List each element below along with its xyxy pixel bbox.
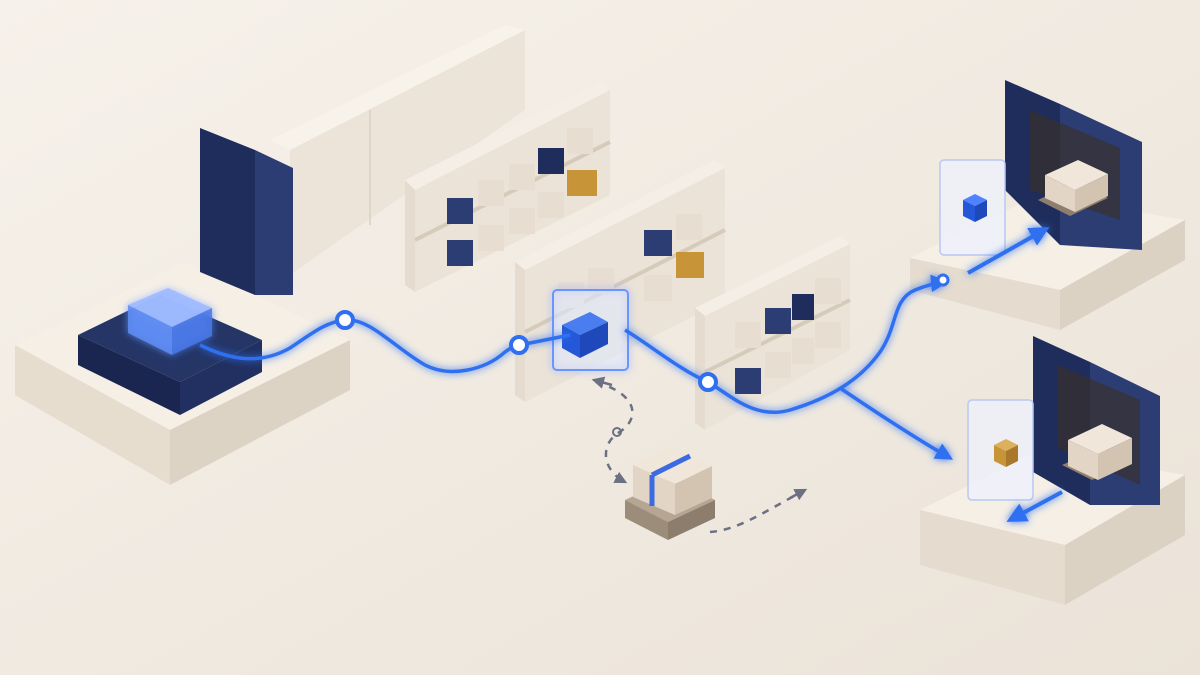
- receiving-wall: [200, 128, 293, 295]
- arrow-icon: [1006, 490, 1063, 522]
- cube-icon: [994, 439, 1018, 467]
- staged-pallet: [625, 447, 715, 540]
- node-ring-icon: [335, 310, 355, 330]
- storage-shelf-1: [405, 82, 611, 292]
- node-ring-icon: [936, 273, 950, 287]
- return-route: [591, 376, 808, 534]
- storage-shelf-3: [695, 236, 851, 430]
- node-ring-icon: [698, 372, 718, 392]
- cube-icon: [128, 288, 212, 355]
- node-ring-icon: [612, 427, 622, 437]
- dispatch-marker-top: [939, 159, 1006, 256]
- cube-icon: [963, 194, 987, 222]
- back-wall: [270, 25, 525, 275]
- arrow-icon: [967, 227, 1050, 275]
- cube-icon: [562, 312, 608, 358]
- dispatch-marker-bottom: [967, 399, 1034, 501]
- node-ring-icon: [509, 335, 529, 355]
